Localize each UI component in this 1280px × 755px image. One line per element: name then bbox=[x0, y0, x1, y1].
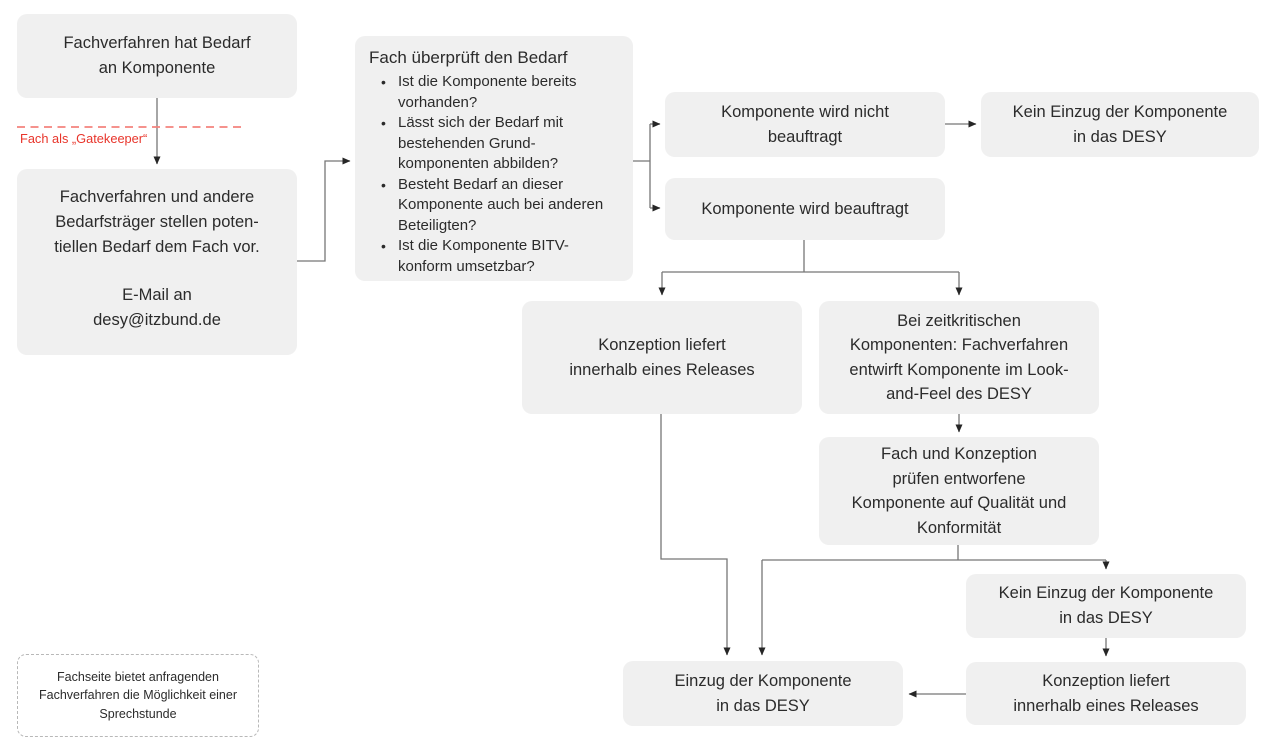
bullet-label: Ist die Komponente BITV- konform umsetzb… bbox=[398, 237, 569, 275]
node-einzug-desy-label: Einzug der Komponente in das DESY bbox=[674, 671, 852, 715]
list-item: • Lässt sich der Bedarf mit bestehenden … bbox=[369, 113, 623, 175]
node-komponente-beauftragt: Komponente wird beauftragt bbox=[665, 178, 945, 240]
node-konzeption-liefert-links-label: Konzeption liefert innerhalb eines Relea… bbox=[569, 335, 755, 379]
node-konzeption-liefert-rechts: Konzeption liefert innerhalb eines Relea… bbox=[966, 662, 1246, 725]
node-qualitaet-pruefung-label: Fach und Konzeption prüfen entworfene Ko… bbox=[851, 445, 1067, 537]
node-komponente-nicht-beauftragt: Komponente wird nicht beauftragt bbox=[665, 92, 945, 157]
bullet-icon: • bbox=[381, 238, 386, 254]
node-zeitkritische-komponenten-label: Bei zeitkritischen Komponenten: Fachverf… bbox=[849, 311, 1069, 404]
node-bedarf-vorstellung-email: E-Mail an desy@itzbund.de bbox=[93, 286, 221, 329]
node-kein-einzug-bottom: Kein Einzug der Komponente in das DESY bbox=[966, 574, 1246, 638]
node-komponente-beauftragt-label: Komponente wird beauftragt bbox=[701, 199, 909, 218]
connector-qualitaet-stem bbox=[762, 545, 1106, 561]
node-komponente-nicht-beauftragt-label: Komponente wird nicht beauftragt bbox=[721, 102, 889, 146]
connector-vorstellung-to-pruefung bbox=[297, 157, 351, 262]
connector-pruefung-branch-stem bbox=[633, 124, 651, 208]
node-konzeption-liefert-rechts-label: Konzeption liefert innerhalb eines Relea… bbox=[1013, 671, 1199, 715]
bullet-icon: • bbox=[381, 176, 386, 193]
bullet-label: Besteht Bedarf an dieser Komponente auch… bbox=[398, 175, 604, 234]
node-bedarf-vorstellung-label: Fachverfahren und andere Bedarfsträger s… bbox=[54, 188, 260, 256]
node-kein-einzug-bottom-label: Kein Einzug der Komponente in das DESY bbox=[998, 584, 1214, 627]
node-start-bedarf: Fachverfahren hat Bedarf an Komponente bbox=[17, 14, 297, 98]
node-qualitaet-pruefung: Fach und Konzeption prüfen entworfene Ko… bbox=[819, 437, 1099, 545]
pruefung-bullet-list: • Ist die Komponente bereits vorhanden? … bbox=[369, 72, 623, 277]
list-item: • Ist die Komponente bereits vorhanden? bbox=[369, 72, 623, 113]
list-item: • Besteht Bedarf an dieser Komponente au… bbox=[369, 175, 623, 237]
node-sprechstunde-hinweis-label: Fachseite bietet anfragenden Fachverfahr… bbox=[38, 669, 238, 721]
node-kein-einzug-top-label: Kein Einzug der Komponente in das DESY bbox=[1012, 102, 1228, 146]
node-bedarf-vorstellung: Fachverfahren und andere Bedarfsträger s… bbox=[17, 169, 297, 355]
bullet-label: Ist die Komponente bereits vorhanden? bbox=[398, 73, 577, 111]
node-kein-einzug-top: Kein Einzug der Komponente in das DESY bbox=[981, 92, 1259, 157]
node-fach-pruefung: Fach überprüft den Bedarf • Ist die Komp… bbox=[355, 36, 633, 281]
node-zeitkritische-komponenten: Bei zeitkritischen Komponenten: Fachverf… bbox=[819, 301, 1099, 414]
node-fach-pruefung-title: Fach überprüft den Bedarf bbox=[369, 48, 568, 67]
gatekeeper-annotation: Fach als „Gatekeeper“ bbox=[20, 131, 148, 146]
node-sprechstunde-hinweis: Fachseite bietet anfragenden Fachverfahr… bbox=[17, 654, 259, 737]
bullet-icon: • bbox=[381, 74, 386, 90]
list-item: • Ist die Komponente BITV- konform umset… bbox=[369, 236, 623, 277]
node-einzug-desy: Einzug der Komponente in das DESY bbox=[623, 661, 903, 726]
connector-konzeption-links-to-einzug bbox=[660, 414, 731, 656]
bullet-label: Lässt sich der Bedarf mit bestehenden Gr… bbox=[398, 114, 564, 172]
node-start-bedarf-label: Fachverfahren hat Bedarf an Komponente bbox=[63, 34, 251, 77]
connector-beauftragt-stem bbox=[662, 240, 959, 273]
node-konzeption-liefert-links: Konzeption liefert innerhalb eines Relea… bbox=[522, 301, 802, 414]
bullet-icon: • bbox=[381, 115, 386, 131]
